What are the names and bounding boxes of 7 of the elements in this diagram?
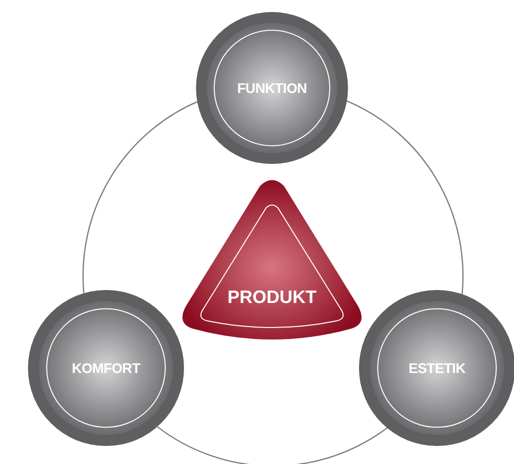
connector-arc xyxy=(82,101,198,294)
node-label: ESTETIK xyxy=(408,358,466,378)
node-label: PRODUKT xyxy=(228,286,316,308)
node-label: FUNKTION xyxy=(237,78,307,98)
connector-arc xyxy=(346,100,464,295)
node-label: KOMFORT xyxy=(72,358,140,378)
connector-arc xyxy=(157,426,388,464)
